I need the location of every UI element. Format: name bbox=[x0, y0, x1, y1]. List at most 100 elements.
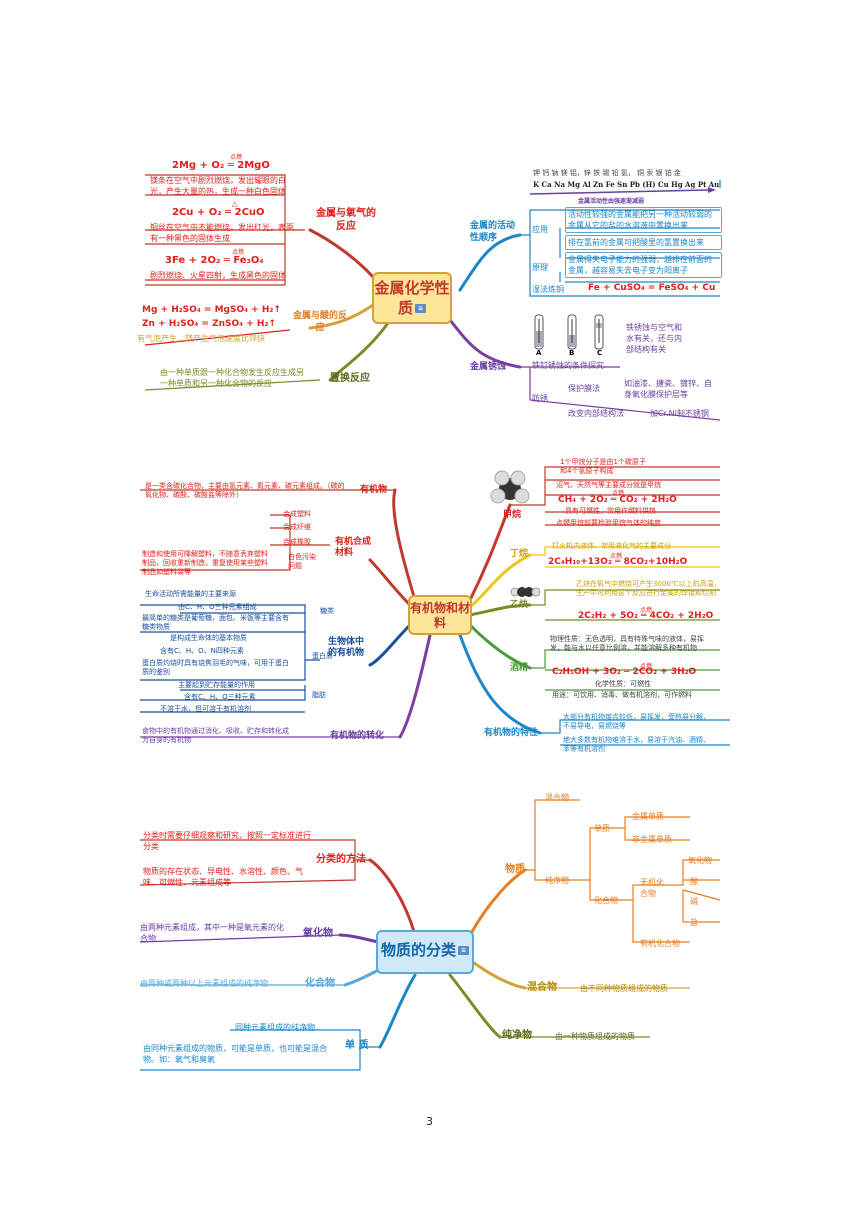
methane-note-1: 1个甲烷分子是由1个碳原子和4个氢原子构成 bbox=[560, 458, 646, 475]
branch-alcohol[interactable]: 酒精 bbox=[510, 663, 529, 673]
branch-oxide[interactable]: 氧化物 bbox=[303, 928, 333, 939]
box-application-1 bbox=[565, 207, 722, 233]
label-inner-structure: 改变内部结构法 bbox=[568, 409, 624, 418]
matter-inorganic: 无机化合物 bbox=[640, 878, 664, 898]
note-icon: ≡ bbox=[415, 304, 426, 313]
center-node-metal-chemistry[interactable]: 金属化学性质≡ bbox=[372, 272, 452, 324]
sugar-note-2: 由C、H、O三种元素组成 bbox=[178, 603, 257, 611]
protein-note-2: 含有C、H、O、N四种元素 bbox=[160, 647, 244, 655]
sugar-note-1: 生命活动所需能量的主要来源 bbox=[145, 590, 236, 598]
branch-conversion[interactable]: 有机物的转化 bbox=[330, 731, 385, 741]
equation-mg-o2: 2Mg + O₂ ═ 2MgO bbox=[172, 160, 270, 171]
branch-displacement[interactable]: 置换反应 bbox=[330, 373, 370, 384]
matter-base: 碱 bbox=[690, 897, 698, 906]
oxide-note: 由两种元素组成，其中一种是氧元素的化合物 bbox=[140, 923, 284, 943]
matter-single: 单质 bbox=[594, 824, 610, 833]
rust-condition-note: 铁锈蚀与空气和水有关，还与内部结构有关 bbox=[626, 323, 682, 354]
branch-acetylene[interactable]: 乙炔 bbox=[510, 600, 529, 610]
branch-metal-acid[interactable]: 金属与酸的反应 bbox=[292, 311, 347, 333]
equation-methane: CH₄ + 2O₂ ═ CO₂ + 2H₂O bbox=[558, 495, 677, 505]
alcohol-use: 用途：可饮用、消毒、做有机溶剂，可作燃料 bbox=[552, 691, 692, 699]
fat-note-3: 不溶于水，但可溶于有机溶剂 bbox=[160, 705, 251, 713]
synthetic-item-2: 合成纤维 bbox=[283, 523, 311, 531]
property-note-2: 绝大多数有机物难溶于水，易溶于汽油、酒精、苯等有机溶剂 bbox=[563, 736, 710, 753]
note-application-1: 活动性较强的金属能把另一种活动较弱的金属从它的盐的水溶液中置换出来 bbox=[568, 210, 712, 230]
branch-method[interactable]: 分类的方法 bbox=[316, 854, 366, 865]
label-white-pollution: 白色污染问题 bbox=[288, 553, 316, 570]
label-protect-film: 保护膜法 bbox=[568, 384, 600, 393]
condition-label: 点燃 bbox=[640, 607, 653, 614]
rust-condition: 铁钉锈蚀的条件探究 bbox=[532, 361, 604, 370]
acetylene-note: 乙炔在氧气中燃烧可产生3000℃以上的高温，生产中可利用这个反应进行金属的焊接和… bbox=[576, 580, 721, 597]
label-application: 应用 bbox=[532, 225, 548, 234]
equation-mg-acid: Mg + H₂SO₄ = MgSO₄ + H₂↑ bbox=[142, 305, 281, 315]
tube-label-a: A bbox=[536, 349, 542, 357]
fat-note-1: 主要起到贮存能量的作用 bbox=[178, 681, 255, 689]
equation-cu-o2: 2Cu + O₂ ═ 2CuO bbox=[172, 207, 265, 218]
branch-synthetic[interactable]: 有机合成材料 bbox=[335, 537, 372, 558]
branch-metal-rust[interactable]: 金属锈蚀 bbox=[470, 362, 507, 372]
branch-mixture[interactable]: 混合物 bbox=[527, 982, 557, 993]
note-application-2: 排在氢前的金属可把酸里的氢置换出来 bbox=[568, 238, 704, 247]
methane-note-4: 点燃甲烷前要检验甲烷气体的纯度 bbox=[556, 519, 661, 527]
matter-pure: 纯净物 bbox=[545, 876, 569, 885]
sugar-note-3: 最简单的糖类是葡萄糖，面包、米饭等主要含有糖类物质 bbox=[142, 614, 289, 631]
equation-butane: 2C₄H₁₀+13O₂ ═ 8CO₂+10H₂O bbox=[548, 557, 688, 567]
branch-matter[interactable]: 物质 bbox=[505, 864, 525, 875]
matter-nonmetal: 非金属单质 bbox=[632, 835, 672, 844]
note-cu: 铜丝在空气中不能燃烧，发出红光，表面有一种黑色的固体生成 bbox=[150, 223, 294, 243]
center-label: 金属化学性质 bbox=[374, 279, 450, 317]
label-fat: 脂肪 bbox=[312, 691, 326, 699]
note-white-pollution: 制造和使用可降解塑料，不随意丢弃塑料制品，回收重新制造，重复使用某些塑料制品如塑… bbox=[142, 550, 268, 576]
condition-label: 点燃 bbox=[230, 154, 243, 161]
page-number: 3 bbox=[426, 1115, 433, 1128]
alcohol-physical: 物理性质：无色透明，具有特殊气味的液体，易挥发，能与水以任意比例溶，并能溶解多种… bbox=[550, 635, 704, 652]
synthetic-item-1: 合成塑料 bbox=[283, 510, 311, 518]
center-node-classification[interactable]: 物质的分类≡ bbox=[376, 930, 474, 974]
protein-note-1: 是构成生命体的基本物质 bbox=[170, 634, 247, 642]
equation-zn-acid: Zn + H₂SO₄ = ZnSO₄ + H₂↑ bbox=[142, 319, 276, 329]
note-icon: ≡ bbox=[458, 946, 469, 955]
branch-life-organic[interactable]: 生物体中的有机物 bbox=[328, 637, 365, 658]
branch-methane[interactable]: 甲烷 bbox=[503, 510, 522, 520]
activity-series-cn: 钾 钙 钠 镁 铝，锌 铁 锡 铅 氢， 铜 汞 银 铂 金 bbox=[533, 169, 681, 177]
matter-metal: 金属单质 bbox=[632, 812, 664, 821]
element-note-1: 同种元素组成的纯净物 bbox=[235, 1023, 315, 1032]
test-tubes-image bbox=[534, 314, 604, 350]
branch-metal-oxygen[interactable]: 金属与氧气的反应 bbox=[316, 208, 376, 232]
branch-activity-series[interactable]: 金属的活动性顺序 bbox=[470, 221, 516, 243]
protein-note-3: 蛋白质灼烧时具有烧焦羽毛的气味，可用于蛋白质的鉴别 bbox=[142, 659, 289, 676]
branch-butane[interactable]: 丁烷 bbox=[510, 549, 529, 559]
note-organic: 是一类含碳化合物，主要由氢元素、氮元素、碳元素组成。（碳的氧化物、碳酸、碳酸盐等… bbox=[145, 482, 345, 499]
label-sugar: 糖类 bbox=[320, 607, 334, 615]
equation-alcohol: C₂H₅OH + 3O₂ ═ 2CO₂ + 3H₂O bbox=[552, 667, 697, 677]
branch-organic[interactable]: 有机物 bbox=[360, 485, 388, 495]
activity-trend: 金属活动性由强逐渐减弱 bbox=[578, 198, 645, 205]
alcohol-chemical: 化学性质：可燃性 bbox=[595, 680, 651, 688]
condition-label: 点燃 bbox=[232, 249, 245, 256]
note-conversion: 食物中的有机物通过消化、吸收、贮存和转化成为自身的有机物 bbox=[142, 727, 289, 744]
equation-fe-o2: 3Fe + 2O₂ ═ Fe₃O₄ bbox=[165, 255, 264, 266]
center-label: 有机物和材料 bbox=[410, 601, 471, 630]
matter-compound: 化合物 bbox=[594, 896, 618, 905]
mixture-note: 由不同种物质组成的物质 bbox=[580, 984, 668, 993]
matter-acid: 酸 bbox=[690, 877, 698, 886]
branch-pure[interactable]: 纯净物 bbox=[502, 1030, 532, 1041]
condition-label: 点燃 bbox=[612, 490, 625, 497]
synthetic-item-3: 合成橡胶 bbox=[283, 538, 311, 546]
equation-acetylene: 2C₂H₂ + 5O₂ ═ 4CO₂ + 2H₂O bbox=[578, 611, 714, 621]
compound-note: 由两种或两种以上元素组成的纯净物 bbox=[140, 979, 268, 988]
element-note-2: 由同种元素组成的物质，可能是单质，也可能是混合物。如：氧气和臭氧 bbox=[143, 1044, 327, 1064]
methane-molecule-image bbox=[490, 470, 530, 504]
branch-organic-property[interactable]: 有机物的特性 bbox=[484, 728, 539, 738]
note-protect-film: 如油漆、搪瓷、镀锌、自身氧化膜保护层等 bbox=[624, 379, 712, 399]
heat-label: △ bbox=[232, 200, 238, 208]
branch-compound[interactable]: 化合物 bbox=[305, 978, 335, 989]
center-node-organic[interactable]: 有机物和材料 bbox=[408, 595, 472, 635]
box-application-2 bbox=[565, 235, 722, 250]
matter-mixture: 混合物 bbox=[545, 793, 569, 802]
tube-label-c: C bbox=[597, 349, 603, 357]
fat-note-2: 含有C、H、O三种元素 bbox=[184, 693, 256, 701]
branch-element[interactable]: 单 质 bbox=[345, 1040, 369, 1051]
matter-organic: 有机化合物 bbox=[640, 939, 680, 948]
